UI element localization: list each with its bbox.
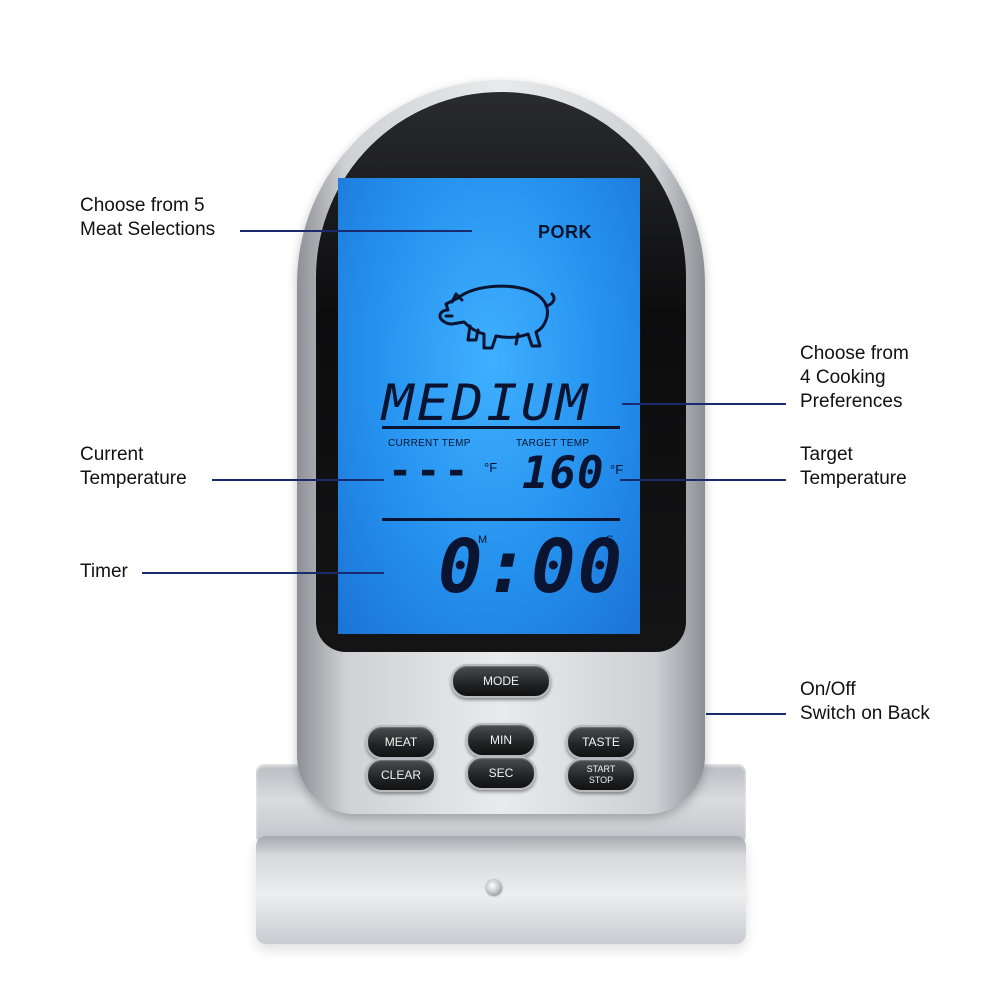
target-temp-unit: °F — [610, 462, 624, 477]
callout-current-line2: Temperature — [80, 468, 187, 489]
current-temp-label: CURRENT TEMP — [388, 438, 471, 449]
leader-current — [212, 479, 384, 481]
callout-current-temperature: Current Temperature — [80, 443, 187, 491]
callout-target-temperature: Target Temperature — [800, 443, 907, 491]
min-button[interactable]: MIN — [466, 723, 536, 757]
lcd-screen: PORK MEDIUM CURRENT TEMP TARGET TEMP ---… — [338, 178, 640, 634]
clear-button[interactable]: CLEAR — [366, 758, 436, 792]
lcd-divider-upper — [382, 426, 620, 429]
meat-selection-text: PORK — [538, 222, 593, 242]
leader-meat — [240, 230, 472, 232]
current-temp-unit: °F — [484, 460, 498, 475]
callout-cooking-line1: Choose from — [800, 343, 909, 364]
callout-meat-line1: Choose from 5 — [80, 195, 205, 216]
mode-button[interactable]: MODE — [451, 664, 551, 698]
callout-timer-line1: Timer — [80, 561, 128, 582]
target-temp-label: TARGET TEMP — [516, 438, 590, 449]
taste-button[interactable]: TASTE — [566, 725, 636, 759]
leader-onoff — [706, 713, 786, 715]
leader-target — [620, 479, 786, 481]
meat-button[interactable]: MEAT — [366, 725, 436, 759]
start-stop-button[interactable]: START STOP — [566, 758, 636, 792]
minute-marker: M — [478, 534, 488, 546]
cooking-preference-text: MEDIUM — [382, 374, 591, 432]
callout-cooking-line2: 4 Cooking — [800, 367, 886, 388]
target-temp-value: 160 — [522, 448, 605, 499]
callout-on-off-switch: On/Off Switch on Back — [800, 678, 930, 726]
callout-meat-selections: Choose from 5 Meat Selections — [80, 194, 215, 242]
callout-onoff-line1: On/Off — [800, 679, 856, 700]
leader-timer — [142, 572, 384, 574]
callout-cooking-preferences: Choose from 4 Cooking Preferences — [800, 342, 909, 414]
indicator-light — [486, 880, 502, 896]
callout-target-line2: Temperature — [800, 468, 907, 489]
start-label: START — [586, 764, 616, 774]
current-temp-value: --- — [388, 448, 473, 494]
callout-meat-line2: Meat Selections — [80, 219, 216, 240]
second-marker: S — [606, 534, 614, 546]
leader-cooking — [622, 403, 786, 405]
callout-target-line1: Target — [800, 444, 853, 465]
lcd-divider-lower — [382, 518, 620, 521]
stop-label: STOP — [588, 775, 614, 785]
callout-timer: Timer — [80, 560, 128, 584]
sec-button[interactable]: SEC — [466, 756, 536, 790]
pig-icon — [438, 284, 556, 350]
callout-cooking-line3: Preferences — [800, 391, 903, 412]
timer-value: 0:00 — [438, 524, 625, 610]
callout-onoff-line2: Switch on Back — [800, 703, 930, 724]
callout-current-line1: Current — [80, 444, 144, 465]
